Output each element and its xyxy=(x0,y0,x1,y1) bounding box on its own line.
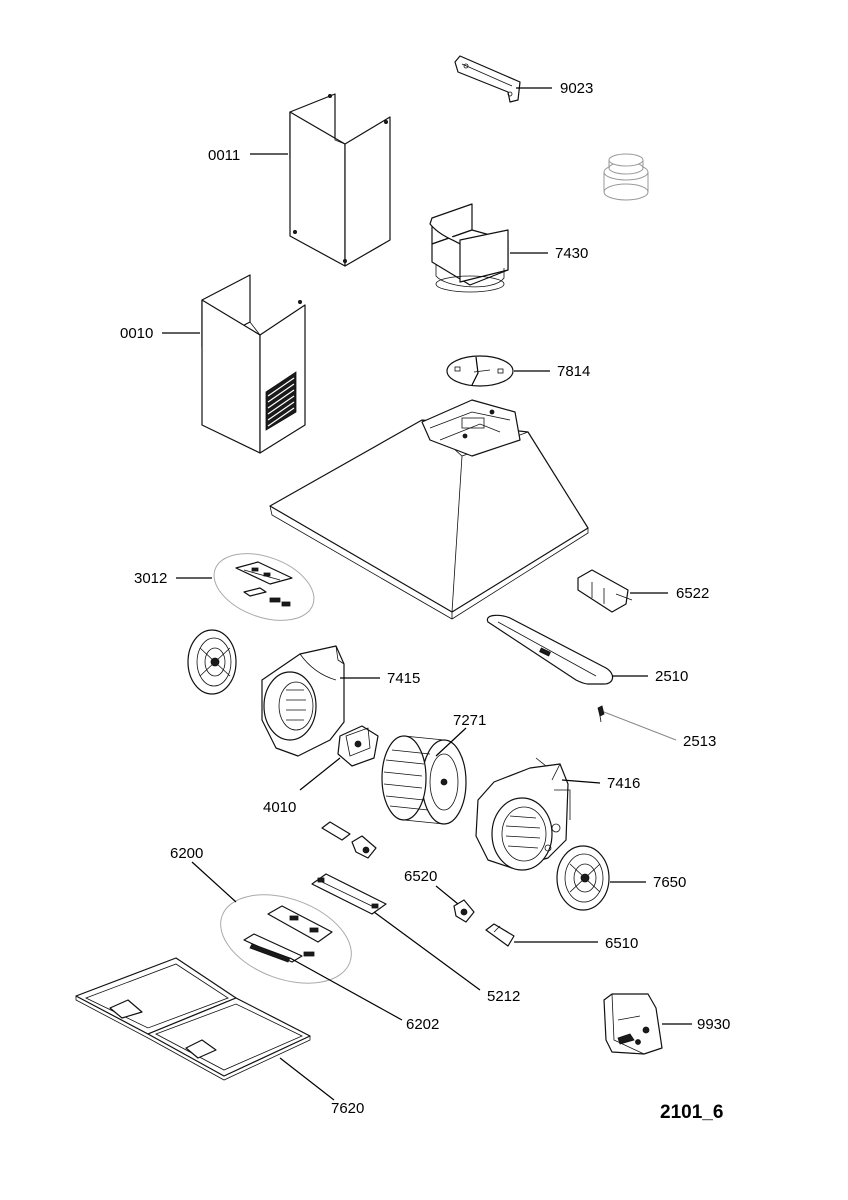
part-7814-backdraft-flap xyxy=(446,355,514,387)
label-6510: 6510 xyxy=(605,935,638,952)
label-6200: 6200 xyxy=(170,845,203,862)
label-7814: 7814 xyxy=(557,363,590,380)
label-6202: 6202 xyxy=(406,1016,439,1033)
leader-6520 xyxy=(435,885,459,905)
label-7650: 7650 xyxy=(653,874,686,891)
part-7415-motor-housing xyxy=(261,645,345,757)
label-9023: 9023 xyxy=(560,80,593,97)
label-3012: 3012 xyxy=(134,570,167,587)
part-carbon-filter-left xyxy=(187,629,237,695)
diagram-code: 2101_6 xyxy=(660,1102,724,1123)
part-hood-body xyxy=(269,399,589,620)
label-0010: 0010 xyxy=(120,325,153,342)
label-7416: 7416 xyxy=(607,775,640,792)
leader-4010 xyxy=(299,757,341,791)
label-7271: 7271 xyxy=(453,712,486,729)
part-4010-motor xyxy=(337,725,379,767)
part-5212-lamp-bracket xyxy=(311,873,387,915)
leader-2513 xyxy=(603,711,677,741)
part-6522-switch-bracket xyxy=(577,569,633,613)
part-air-outlet-collar xyxy=(603,153,649,201)
part-7620-grease-filter xyxy=(75,957,311,1081)
part-6510-bulb xyxy=(485,923,515,947)
leader-7620 xyxy=(279,1057,335,1101)
leader-6202 xyxy=(289,957,403,1021)
leader-7271 xyxy=(435,727,467,757)
label-7620: 7620 xyxy=(331,1100,364,1117)
label-4010: 4010 xyxy=(263,799,296,816)
part-lamp-holder-left xyxy=(321,821,377,859)
part-0011-upper-chimney xyxy=(289,93,391,267)
label-6520: 6520 xyxy=(404,868,437,885)
leader-7416 xyxy=(561,779,601,784)
label-9930: 9930 xyxy=(697,1016,730,1033)
part-6520-lamp-holder xyxy=(453,899,475,923)
leader-6200 xyxy=(191,861,237,903)
part-9023-bracket xyxy=(454,55,521,103)
label-2510: 2510 xyxy=(655,668,688,685)
label-7415: 7415 xyxy=(387,670,420,687)
part-0010-lower-chimney xyxy=(201,274,306,454)
part-7416-motor-housing xyxy=(475,757,571,871)
part-6200-switch-group xyxy=(220,894,352,984)
label-5212: 5212 xyxy=(487,988,520,1005)
label-6522: 6522 xyxy=(676,585,709,602)
label-2513: 2513 xyxy=(683,733,716,750)
chimney-vent-grille xyxy=(265,371,297,431)
part-7650-carbon-filter xyxy=(556,845,610,911)
part-2513-screw xyxy=(597,705,605,723)
part-7271-fan-wheel xyxy=(381,735,467,825)
part-2510-light-panel xyxy=(486,614,614,685)
part-3012-control-kit xyxy=(213,553,315,621)
label-7430: 7430 xyxy=(555,245,588,262)
part-7430-outlet-adapter xyxy=(429,203,509,293)
leader-5212 xyxy=(373,911,481,991)
part-9930-hardware-bag xyxy=(603,993,663,1055)
label-0011: 0011 xyxy=(208,147,240,164)
